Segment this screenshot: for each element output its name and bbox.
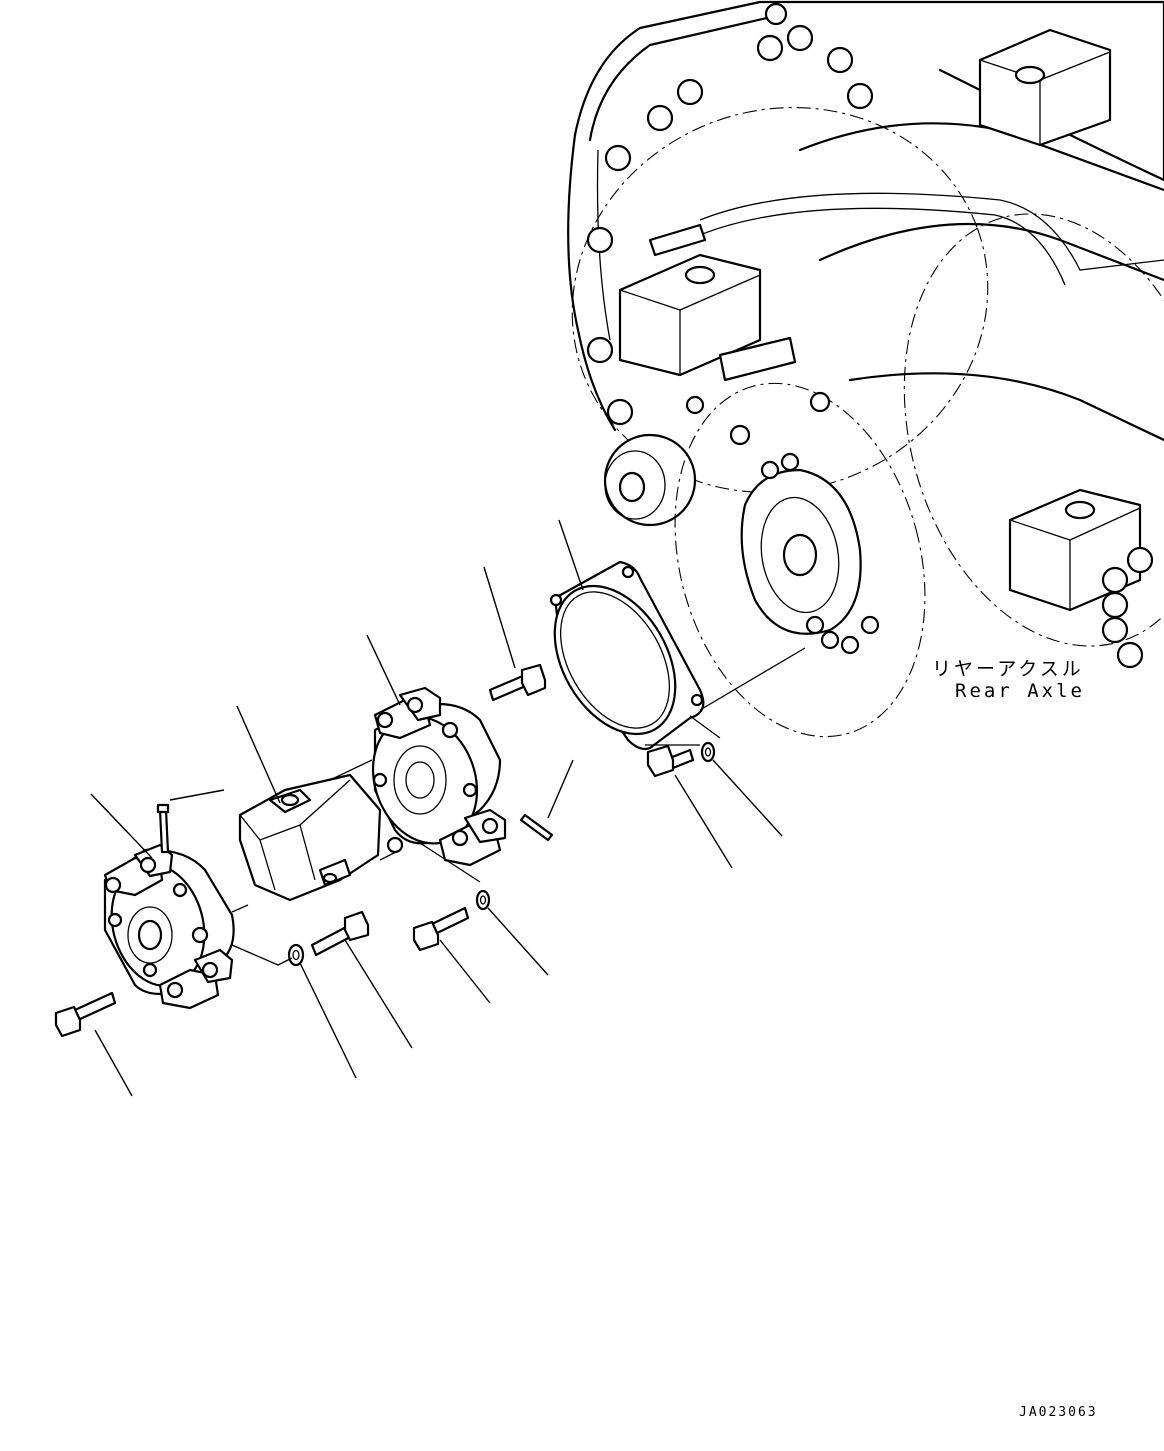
fasteners (54, 663, 716, 1038)
washer-lower-left (287, 943, 305, 967)
bolt-lower-center (310, 910, 370, 957)
bolt-upper (488, 663, 547, 702)
rear-axle-label-ja: リヤーアクスル (932, 658, 1084, 680)
drawing-number: JA023063 (1019, 1405, 1098, 1420)
bolt-lower-right (412, 906, 470, 952)
coupling-hub (238, 773, 382, 902)
shaft-end-flange (103, 843, 235, 1010)
coupling-flange (371, 686, 507, 867)
dust-cover (549, 560, 705, 751)
bolt-lower-left (54, 991, 117, 1038)
wheel-bolts (1101, 546, 1154, 669)
axle-flange (740, 452, 880, 655)
rear-axle-assembly (567, 0, 1164, 738)
pin-middle (519, 813, 554, 842)
assembly-lines (231, 647, 806, 966)
pin-left (156, 803, 170, 854)
bolt-cover (646, 744, 695, 778)
washer-lower-right (475, 889, 491, 911)
housing-bolts (586, 2, 874, 426)
leader-lines (90, 519, 783, 1097)
washer-cover (700, 741, 716, 763)
rear-axle-label-en: Rear Axle (955, 680, 1085, 702)
